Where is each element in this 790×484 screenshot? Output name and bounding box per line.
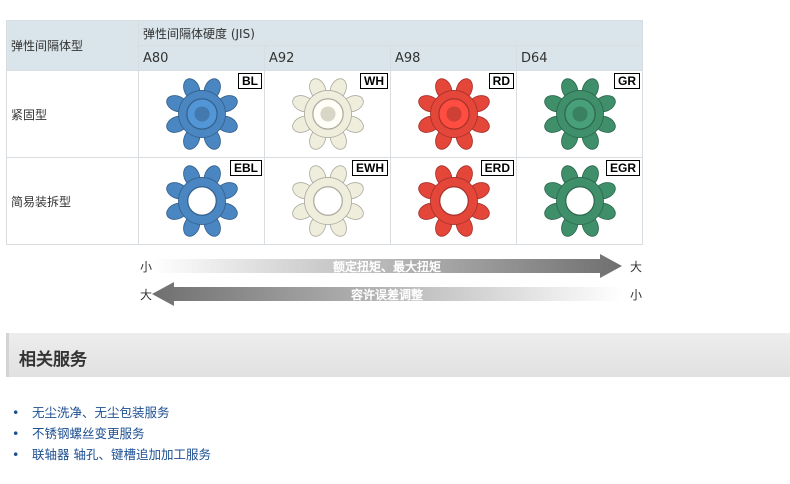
spider-image bbox=[417, 165, 490, 237]
spider-image bbox=[417, 78, 490, 150]
torque-scale: 小 额定扭矩、最大扭矩 大 bbox=[138, 254, 642, 278]
color-code-tag: ERD bbox=[480, 160, 514, 176]
misalignment-scale-min: 小 bbox=[629, 288, 642, 302]
spider-cell: EWH bbox=[264, 157, 391, 245]
spider-cell: ERD bbox=[390, 157, 517, 245]
bullet-icon: • bbox=[12, 447, 20, 462]
bullet-icon: • bbox=[12, 405, 20, 420]
color-code-tag: BL bbox=[238, 73, 262, 89]
spider-cell: EGR bbox=[516, 157, 643, 245]
spider-image bbox=[543, 165, 616, 237]
spider-image bbox=[165, 78, 238, 150]
related-services-list: • 无尘洗净、无尘包装服务 • 不锈钢螺丝变更服务 • 联轴器 轴孔、键槽追加加工服务 bbox=[12, 402, 211, 465]
spider-image bbox=[165, 165, 238, 237]
color-code-tag: RD bbox=[488, 73, 514, 89]
list-item: • 不锈钢螺丝变更服务 bbox=[12, 423, 211, 444]
spider-image bbox=[291, 78, 364, 150]
spider-cell: GR bbox=[516, 70, 643, 158]
torque-scale-min: 小 bbox=[140, 260, 153, 274]
list-item: • 联轴器 轴孔、键槽追加加工服务 bbox=[12, 444, 211, 465]
color-code-tag: WH bbox=[360, 73, 388, 89]
right-arrow-icon bbox=[152, 254, 622, 278]
link-bore-keyway-machining[interactable]: 联轴器 轴孔、键槽追加加工服务 bbox=[32, 447, 211, 462]
hardness-a92: A92 bbox=[264, 45, 391, 71]
related-services-header: 相关服务 bbox=[6, 333, 790, 377]
spider-cell: WH bbox=[264, 70, 391, 158]
link-stainless-screws[interactable]: 不锈钢螺丝变更服务 bbox=[32, 426, 145, 441]
link-cleanroom-packaging[interactable]: 无尘洗净、无尘包装服务 bbox=[32, 405, 170, 420]
hardness-header: 弹性间隔体硬度 (JIS) bbox=[138, 20, 643, 46]
table-row: 简易装拆型 EBL EWH ERD EGR bbox=[6, 157, 643, 245]
hardness-d64: D64 bbox=[516, 45, 643, 71]
color-code-tag: EGR bbox=[605, 160, 640, 176]
misalignment-scale: 大 容许误差调整 小 bbox=[138, 282, 642, 306]
spider-cell: RD bbox=[390, 70, 517, 158]
spider-image bbox=[291, 165, 364, 237]
list-item: • 无尘洗净、无尘包装服务 bbox=[12, 402, 211, 423]
bullet-icon: • bbox=[12, 426, 20, 441]
hardness-a80: A80 bbox=[138, 45, 265, 71]
hardness-a98: A98 bbox=[390, 45, 517, 71]
torque-scale-label: 额定扭矩、最大扭矩 bbox=[332, 260, 441, 274]
misalignment-scale-max: 大 bbox=[140, 288, 153, 302]
left-arrow-icon bbox=[152, 282, 622, 306]
table-row: 紧固型 BL WH RD GR bbox=[6, 70, 643, 158]
torque-scale-max: 大 bbox=[629, 260, 642, 274]
spider-cell: EBL bbox=[138, 157, 265, 245]
misalignment-scale-label: 容许误差调整 bbox=[350, 288, 423, 302]
row-label-fastened: 紧固型 bbox=[6, 70, 139, 158]
spider-spec-table: 弹性间隔体型 弹性间隔体硬度 (JIS) A80 A92 A98 D64 紧固型… bbox=[6, 20, 643, 245]
color-code-tag: EWH bbox=[352, 160, 388, 176]
color-code-tag: GR bbox=[614, 73, 640, 89]
color-code-tag: EBL bbox=[230, 160, 262, 176]
related-services-title: 相关服务 bbox=[19, 350, 87, 370]
spider-image bbox=[543, 78, 616, 150]
row-label-easy-removal: 简易装拆型 bbox=[6, 157, 139, 245]
spider-cell: BL bbox=[138, 70, 265, 158]
table-corner-label: 弹性间隔体型 bbox=[6, 20, 139, 71]
